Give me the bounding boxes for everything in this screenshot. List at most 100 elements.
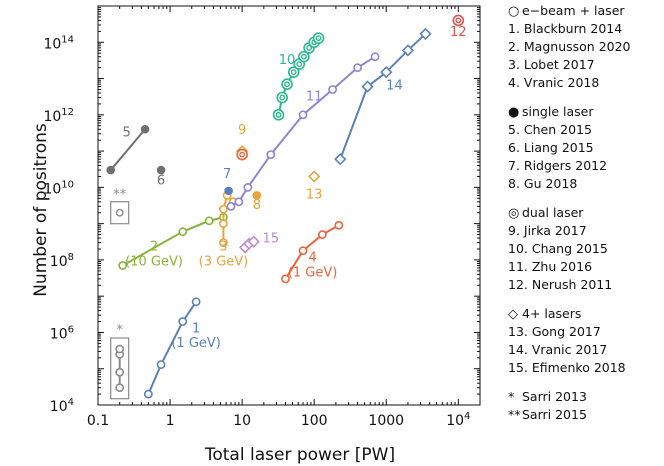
data-point: [226, 201, 236, 211]
series-6: 6: [156, 165, 166, 188]
data-point-inner: [455, 17, 462, 24]
series-line: [284, 224, 340, 280]
data-point: [298, 246, 308, 256]
legend-item: 11. Zhu 2016: [508, 259, 593, 274]
data-point: [308, 170, 321, 183]
data-point: [115, 208, 124, 217]
diamond-marker-icon: ◇: [508, 307, 518, 322]
data-point-inner: [306, 44, 312, 51]
data-point: [219, 219, 228, 229]
data-point: [334, 153, 347, 166]
legend-group-title: ●single laser: [508, 103, 662, 121]
data-point-inner: [275, 111, 282, 118]
series-label: 6: [157, 173, 165, 188]
data-point: [156, 360, 166, 369]
series-line: [122, 216, 224, 267]
plot-frame: [97, 5, 481, 406]
x-tick-label: 100: [301, 413, 328, 429]
data-point: [401, 44, 415, 57]
series-13: 13: [306, 170, 322, 202]
legend-group-title: ◇ 4+ lasers: [508, 305, 662, 323]
data-point: [106, 165, 115, 175]
legend-item: 8. Gu 2018: [508, 176, 578, 191]
series-label: 4: [308, 251, 316, 266]
data-point: [247, 235, 260, 248]
legend-item: 5. Chen 2015: [508, 122, 592, 137]
data-point-inner: [315, 35, 322, 42]
data-point: [243, 182, 253, 192]
series-label: 2: [150, 240, 158, 255]
series-label: 12: [450, 25, 467, 40]
series-label: 3: [219, 240, 227, 255]
series-label: (1 GeV): [171, 336, 221, 351]
series-label: 5: [123, 126, 131, 141]
series-label: (1 GeV): [288, 265, 338, 280]
legend-item: 13. Gong 2017: [508, 324, 601, 339]
series-S15: **: [110, 187, 130, 225]
series-label: 9: [238, 123, 246, 138]
data-point: [234, 197, 244, 207]
series-10: 10: [272, 32, 325, 121]
data-point: [219, 238, 228, 248]
series-15: 15: [238, 232, 279, 254]
legend-item: 12. Nerush 2011: [508, 277, 613, 292]
series-line: [109, 128, 146, 171]
series-label: (10 GeV): [125, 255, 183, 270]
legend-item: 4. Vranic 2018: [508, 75, 600, 90]
data-point: [370, 52, 380, 62]
y-tick-label: 108: [50, 252, 74, 270]
y-tick-label: 1014: [43, 34, 74, 52]
x-tick-label: 104: [446, 411, 470, 429]
data-point: [353, 63, 362, 73]
legend-title-text: 4+ lasers: [522, 306, 582, 321]
legend-note-symbol: **: [508, 407, 521, 422]
legend-title-text: e−beam + laser: [522, 3, 625, 18]
data-point: [140, 124, 150, 134]
bracket-box: [110, 337, 130, 400]
bullseye-marker-icon: ◎: [508, 206, 520, 221]
series-line: [230, 55, 376, 208]
x-tick-label: 10: [233, 413, 251, 429]
bracket-box: [110, 201, 130, 225]
series-S13: *: [110, 323, 130, 400]
series-12: 12: [450, 14, 467, 40]
y-tick-label: 104: [50, 397, 74, 415]
data-point: [219, 204, 228, 214]
data-point: [317, 230, 327, 239]
data-point: [419, 27, 432, 41]
series-label: 14: [386, 78, 403, 93]
data-point: [115, 367, 125, 377]
legend-item: 7. Ridgers 2012: [508, 158, 608, 173]
legend-item: 3. Lobet 2017: [508, 57, 595, 72]
y-tick-label: 1012: [43, 107, 74, 125]
data-point: [156, 165, 166, 175]
series-label: 8: [253, 198, 261, 213]
data-point: [281, 274, 290, 284]
data-point-inner: [284, 81, 290, 88]
data-point: [252, 191, 262, 200]
series-label: *: [116, 323, 123, 338]
data-point-inner: [239, 151, 246, 158]
legend-item: 1. Blackburn 2014: [508, 21, 623, 36]
x-tick-label: 1: [166, 413, 175, 429]
data-point: [143, 389, 153, 399]
legend-item: 9. Jirka 2017: [508, 223, 587, 238]
data-point: [115, 344, 125, 354]
legend-item: 14. Vranic 2017: [508, 342, 608, 357]
legend-note: **Sarri 2015: [508, 406, 662, 424]
y-axis-title: Number of positrons: [31, 123, 51, 297]
legend-group-title: ◎dual laser: [508, 204, 662, 222]
data-point: [266, 150, 276, 160]
series-9b: [236, 148, 248, 161]
series-14: 14: [334, 27, 432, 166]
series-label: 11: [306, 89, 323, 104]
legend-title-text: single laser: [522, 104, 594, 119]
x-tick-label: 1000: [368, 413, 404, 429]
legend-note: *Sarri 2013: [508, 388, 662, 406]
series-label: 1: [192, 321, 200, 336]
data-point: [328, 85, 337, 94]
dot-marker-icon: ●: [508, 105, 520, 120]
